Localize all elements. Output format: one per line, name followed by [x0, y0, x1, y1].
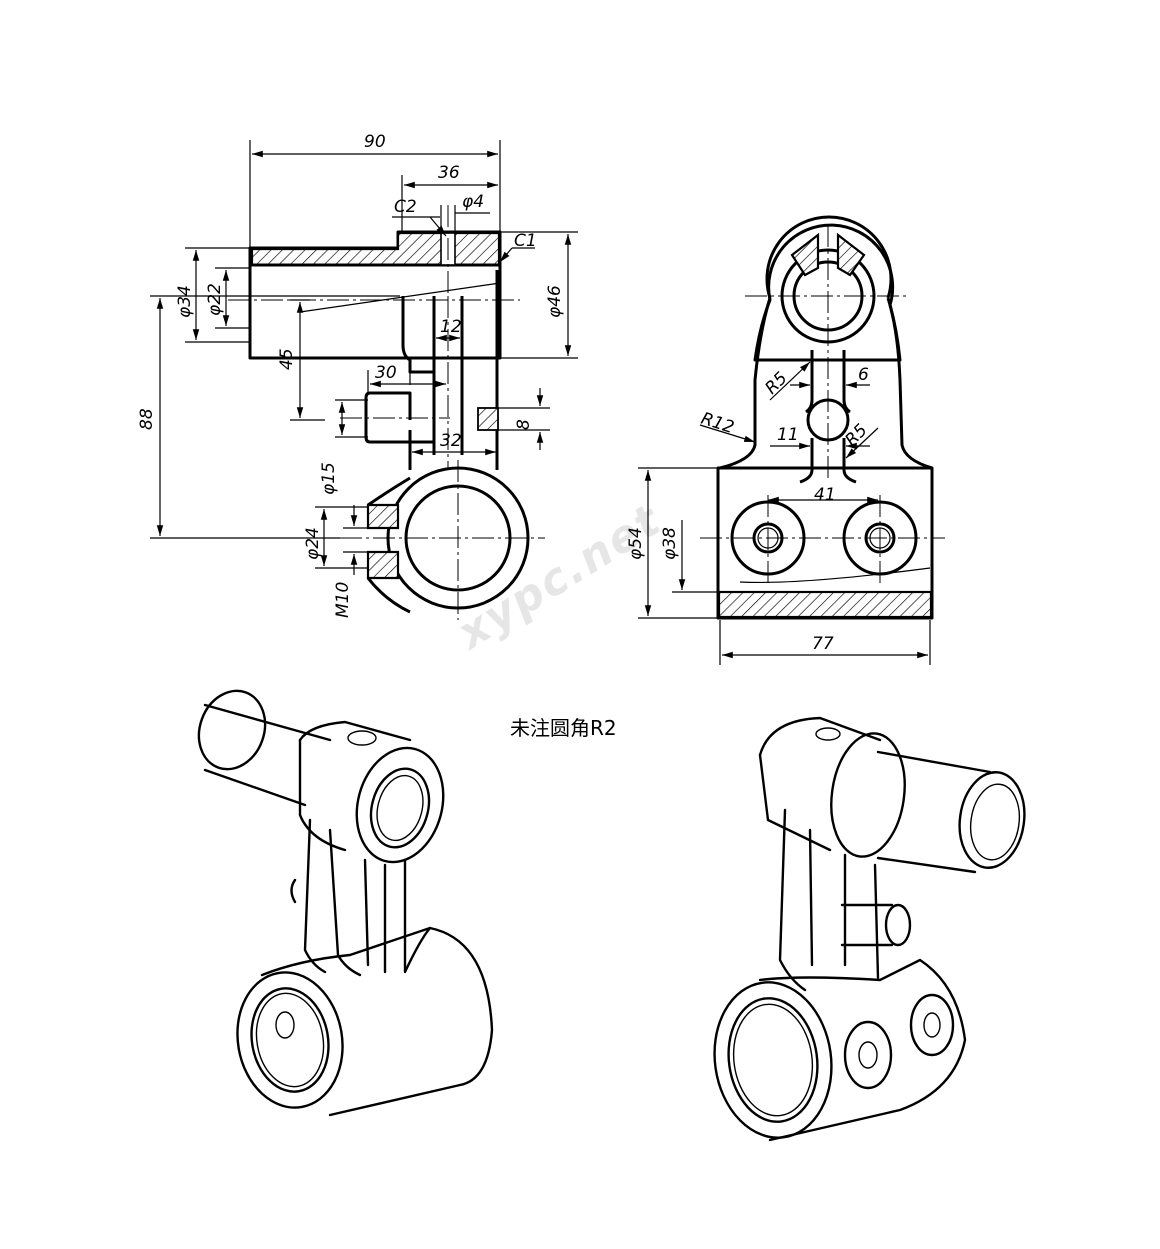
dim-30: 30	[375, 363, 397, 383]
dim-c2: C2	[394, 197, 417, 217]
side-top-boss	[719, 215, 933, 480]
front-dimensions: 90 36 C2 φ4 C1 φ46 φ34 φ22	[137, 132, 578, 618]
dim-45: 45	[277, 348, 297, 370]
dim-36: 36	[438, 163, 460, 183]
fillet-note: 未注圆角R2	[510, 716, 617, 740]
dim-c1: C1	[514, 231, 537, 251]
dim-90: 90	[364, 132, 386, 152]
dim-88: 88	[137, 408, 157, 430]
dim-phi22: φ22	[205, 283, 225, 316]
side-neck	[799, 350, 857, 484]
dim-phi15: φ15	[319, 462, 339, 495]
dim-phi38: φ38	[660, 527, 680, 560]
dim-32: 32	[440, 431, 462, 451]
dim-m10: M10	[333, 582, 353, 618]
dim-r12: R12	[698, 409, 736, 438]
dim-41: 41	[814, 485, 836, 505]
dim-phi24: φ24	[303, 527, 323, 560]
rib-arm	[401, 270, 499, 470]
watermark: xypc.net	[447, 494, 670, 660]
dim-phi46: φ46	[545, 285, 565, 318]
dim-phi34: φ34	[175, 285, 195, 318]
front-view: 90 36 C2 φ4 C1 φ46 φ34 φ22	[137, 132, 578, 620]
dim-phi54: φ54	[626, 527, 646, 560]
top-cylinder-section	[228, 205, 520, 360]
dim-phi4: φ4	[462, 192, 484, 212]
bottom-ring	[340, 460, 545, 620]
side-dimensions: 41 77 φ54 φ38 R12 R5 6 11 R5	[626, 361, 931, 665]
isometric-view-right	[713, 716, 1026, 1142]
side-base-block	[700, 466, 945, 620]
isometric-view-left	[197, 689, 494, 1117]
dim-6: 6	[858, 365, 869, 385]
dim-8: 8	[514, 419, 534, 430]
side-view: 41 77 φ54 φ38 R12 R5 6 11 R5	[626, 215, 945, 665]
dim-12: 12	[440, 317, 462, 337]
dim-77: 77	[812, 634, 834, 654]
dim-r5-left: R5	[761, 368, 791, 398]
dim-11: 11	[777, 425, 799, 445]
